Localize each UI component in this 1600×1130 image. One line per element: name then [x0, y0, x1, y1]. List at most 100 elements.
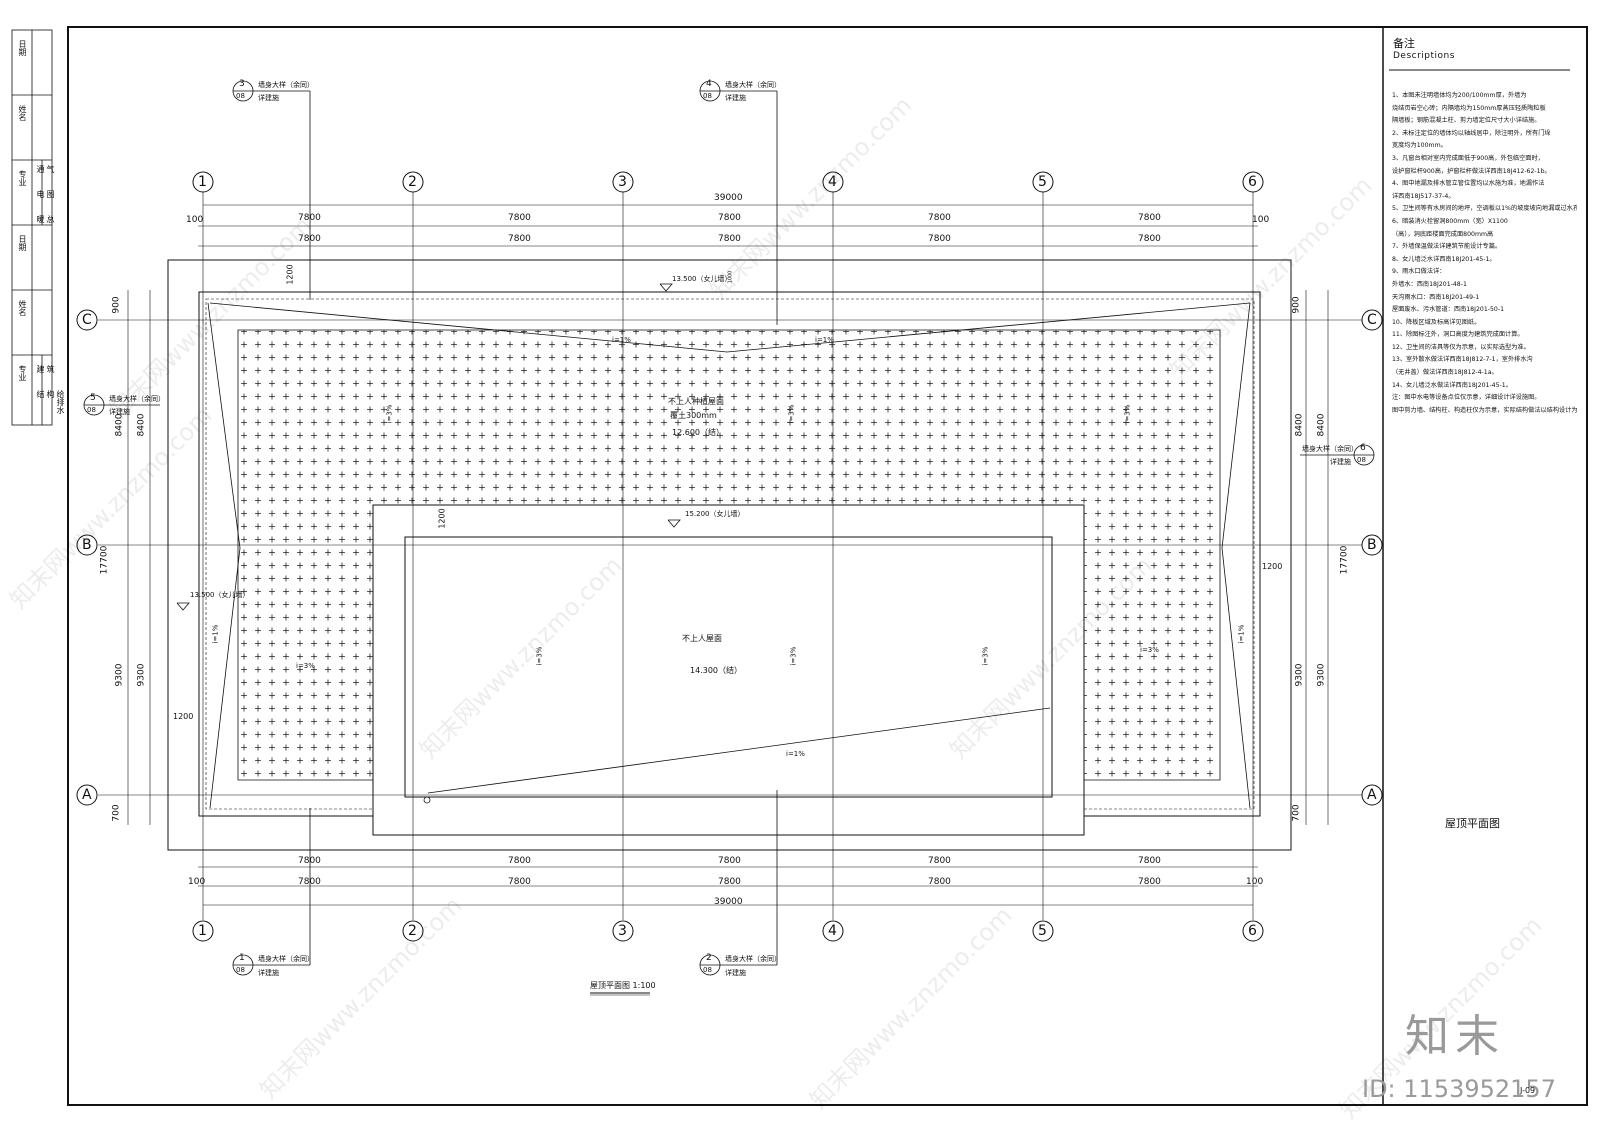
axis-row-label: A	[82, 787, 92, 803]
dim-span: 7800	[298, 856, 321, 866]
dim-span: 7800	[508, 234, 531, 244]
dim-1000: 1000	[727, 270, 734, 284]
dim-edge: 100	[1252, 215, 1270, 225]
axis-col-label: 6	[1248, 174, 1257, 190]
dim-span: 7800	[718, 213, 741, 223]
parapet-level: 13.500（女儿墙）	[190, 591, 250, 599]
detail-num: 6	[1360, 443, 1366, 453]
dim-left: 17700	[99, 545, 110, 575]
axis-row-label: C	[1367, 312, 1377, 328]
strip-label: 暖	[36, 215, 45, 223]
note-line: 外墙水：西南18J201-48-1	[1392, 280, 1467, 288]
detail-sheet: 08	[87, 406, 96, 414]
dim-right: 17700	[1339, 545, 1350, 575]
dim-right: 9300	[1294, 663, 1305, 687]
detail-label: 详建施	[109, 408, 130, 416]
dim-1200: 1200	[1262, 562, 1283, 571]
axis-col-label: 3	[618, 174, 627, 190]
axis-col-label: 5	[1038, 923, 1047, 939]
slope-label: i=1%	[612, 336, 631, 344]
slope-label: i=3%	[535, 646, 544, 666]
lower-roof-area	[404, 536, 1053, 798]
dim-right: 900	[1291, 296, 1302, 314]
note-line: 2、未标注定位的墙体均以轴线居中，除注明外，所有门垛	[1392, 129, 1551, 137]
dim-1200: 1200	[285, 264, 295, 285]
upper-roof-sub: 覆土300mm	[670, 411, 717, 420]
slope-label: i=1%	[815, 336, 834, 344]
strip-label: 日期	[18, 235, 27, 251]
dim-span: 7800	[508, 213, 531, 223]
note-line: 9、雨水口做法详：	[1392, 268, 1446, 276]
dim-span: 7800	[718, 877, 741, 887]
detail-bubbles	[83, 80, 1375, 976]
column-bubbles	[76, 171, 1383, 942]
axis-col-label: 6	[1248, 923, 1257, 939]
detail-label: 详建施	[725, 94, 746, 102]
strip-label: 通	[36, 165, 45, 173]
svg-text:知末网www.znzmo.com: 知末网www.znzmo.com	[254, 891, 467, 1104]
dim-left: 8400	[136, 413, 147, 437]
notes-title-en: Descriptions	[1393, 51, 1455, 61]
note-line: 12、卫生间的洁具等仅为示意，以实际选型为准。	[1392, 343, 1530, 351]
note-line: 屋面废水、污水管道：西南18J201-50-1	[1392, 306, 1505, 314]
detail-label: 详建施	[258, 94, 279, 102]
note-line: 天沟雨水口：西南18J201-49-1	[1392, 293, 1480, 301]
note-line: 详西南18J517-37-4。	[1392, 192, 1455, 200]
strip-label: 日期	[18, 40, 27, 56]
strip-label: 专业	[18, 170, 27, 186]
dim-edge: 100	[186, 215, 204, 225]
dim-span: 7800	[508, 856, 531, 866]
dim-span: 7800	[1138, 877, 1161, 887]
slope-label: i=3%	[981, 646, 990, 666]
dim-span: 7800	[718, 234, 741, 244]
detail-label: 墙身大样（余同）	[258, 81, 314, 89]
dim-span: 7800	[1138, 856, 1161, 866]
dim-right: 8400	[1294, 413, 1305, 437]
dim-span: 7800	[928, 234, 951, 244]
detail-sheet: 08	[236, 92, 245, 100]
brand-mark: 知末	[1405, 1011, 1505, 1062]
detail-sheet: 08	[703, 966, 712, 974]
strip-label: 电	[36, 190, 45, 198]
notes-list: 1、本图未注明墙体均为200/100mm厚，外墙为 烧结页岩空心砖；内隔墙均为1…	[1392, 90, 1577, 417]
detail-num: 4	[706, 79, 712, 89]
axis-row-label: C	[82, 312, 92, 328]
axis-col-label: 2	[408, 923, 417, 939]
dim-span: 7800	[928, 877, 951, 887]
dim-1200: 1200	[437, 508, 447, 529]
dim-edge: 100	[188, 877, 206, 887]
note-line: 5、卫生间等有水房间的地坪，空调板以1%的坡度坡向地漏或过水孔。	[1392, 205, 1577, 213]
slope-label: i=1%	[211, 624, 220, 644]
axis-row-label: A	[1367, 787, 1377, 803]
axis-col-label: 4	[828, 174, 837, 190]
note-line: 注：图中水电等设备点位仅示意，详细设计详设施图。	[1392, 394, 1541, 402]
dim-span: 7800	[1138, 213, 1161, 223]
note-line: 14、女儿墙泛水做法详西南18J201-45-1。	[1392, 381, 1512, 389]
note-line: （无井盖）做法详西南18J812-4-1a。	[1392, 369, 1498, 377]
detail-label: 详建施	[725, 969, 746, 977]
note-line: 烧结页岩空心砖；内隔墙均为150mm厚蒸压轻质陶粒板	[1392, 104, 1546, 112]
slope-label: i=1%	[1237, 624, 1246, 644]
detail-label: 墙身大样（余同）	[109, 395, 165, 403]
svg-text:知末网www.znzmo.com: 知末网www.znzmo.com	[1164, 171, 1377, 384]
dim-left: 9300	[136, 663, 147, 687]
lower-roof-level: 14.300（结）	[690, 666, 742, 675]
detail-num: 5	[90, 393, 96, 403]
dim-total-top: 39000	[714, 193, 743, 203]
note-line: 7、外墙保温做法详建筑节能设计专篇。	[1392, 243, 1502, 251]
strip-label: 总	[46, 215, 55, 223]
axis-row-label: B	[82, 537, 92, 553]
dim-total-bottom: 39000	[714, 897, 743, 907]
grid-lines	[98, 192, 1362, 920]
plan-caption: 屋顶平面图 1:100	[590, 981, 656, 990]
side-plan-title: 屋顶平面图	[1445, 817, 1500, 830]
elevation-markers	[176, 283, 681, 611]
parapet-level: 13.500（女儿墙）	[672, 275, 732, 283]
svg-text:知末网www.znzmo.com: 知末网www.znzmo.com	[4, 401, 217, 614]
detail-num: 1	[239, 953, 245, 963]
axis-col-label: 5	[1038, 174, 1047, 190]
detail-label: 墙身大样（余同）	[1302, 445, 1358, 453]
axis-row-label: B	[1367, 537, 1377, 553]
detail-label: 墙身大样（余同）	[725, 955, 781, 963]
dim-right: 8400	[1316, 413, 1327, 437]
